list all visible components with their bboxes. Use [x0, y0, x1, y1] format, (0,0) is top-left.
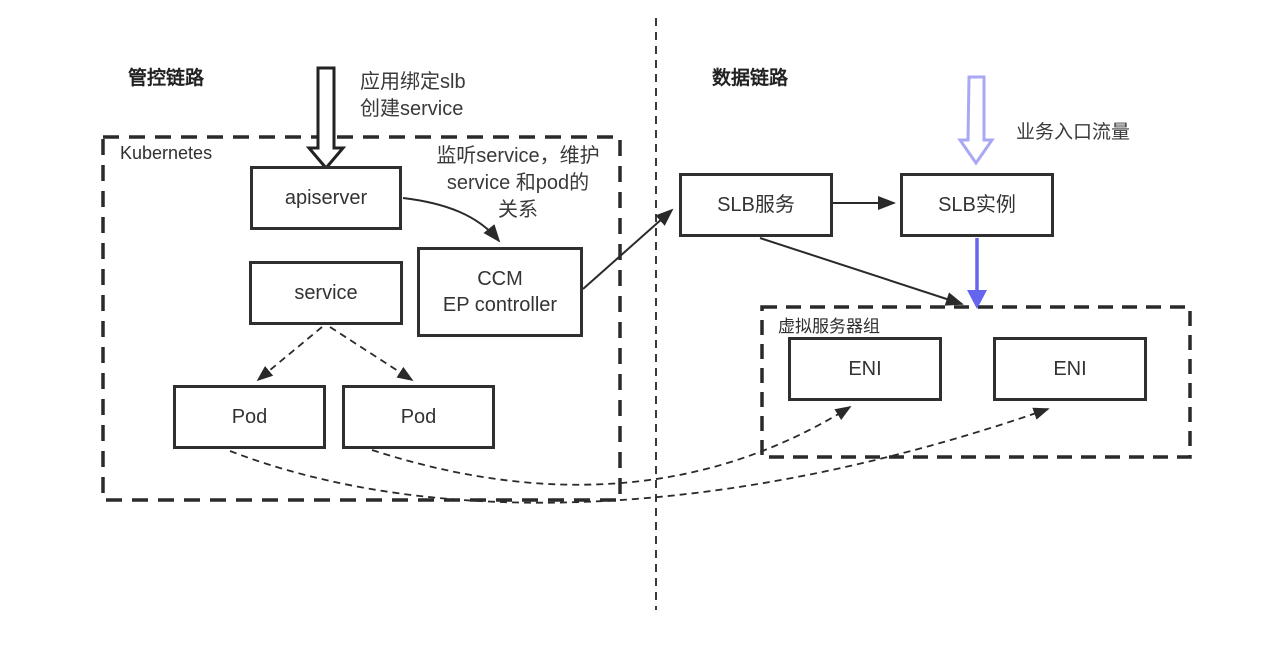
node-slb-service: SLB服务	[679, 173, 833, 237]
virtual-server-group-label: 虚拟服务器组	[778, 317, 880, 336]
data-link-heading: 数据链路	[712, 68, 789, 89]
ccm-label-line1: CCM	[477, 268, 523, 290]
ccm-to-slb-service-arrow	[582, 208, 674, 290]
apiserver-to-ccm-arrow	[402, 197, 501, 243]
bind-slb-line1: 应用绑定slb	[360, 71, 466, 93]
service-to-pod2-arrow	[329, 326, 414, 381]
node-apiserver: apiserver	[250, 166, 402, 230]
virtual-server-group-box	[760, 305, 1192, 459]
node-pod-1: Pod	[173, 385, 326, 449]
service-to-pod1-arrow	[256, 326, 323, 382]
node-pod-2: Pod	[342, 385, 495, 449]
watch-service-annotation: 监听service，维护 service 和pod的 关系	[420, 143, 616, 224]
node-service: service	[249, 261, 403, 325]
control-link-heading: 管控链路	[128, 68, 205, 89]
pod2-to-eni1-arrow	[371, 406, 852, 486]
kubernetes-group-label: Kubernetes	[120, 143, 213, 163]
node-ccm-ep-controller: CCM EP controller	[417, 247, 583, 337]
slb-instance-to-vsg-arrowhead	[967, 290, 987, 309]
node-slb-instance: SLB实例	[900, 173, 1054, 237]
pod1-to-eni2-arrow	[229, 407, 1050, 504]
slb-service-to-vsg-arrow	[759, 237, 964, 306]
node-eni-2: ENI	[993, 337, 1147, 401]
bind-slb-line2: 创建service	[360, 98, 464, 120]
app-bind-block-arrow-icon	[305, 66, 347, 171]
bind-slb-annotation: 应用绑定slb 创建service	[360, 69, 466, 123]
watch-service-line2: service 和pod的	[446, 172, 590, 194]
watch-service-line1: 监听service，维护	[436, 145, 600, 167]
node-eni-1: ENI	[788, 337, 942, 401]
ccm-label-line2: EP controller	[442, 294, 558, 316]
ingress-traffic-block-arrow-icon	[957, 75, 995, 166]
ingress-traffic-annotation: 业务入口流量	[1016, 122, 1131, 143]
watch-service-line3: 关系	[498, 199, 538, 221]
